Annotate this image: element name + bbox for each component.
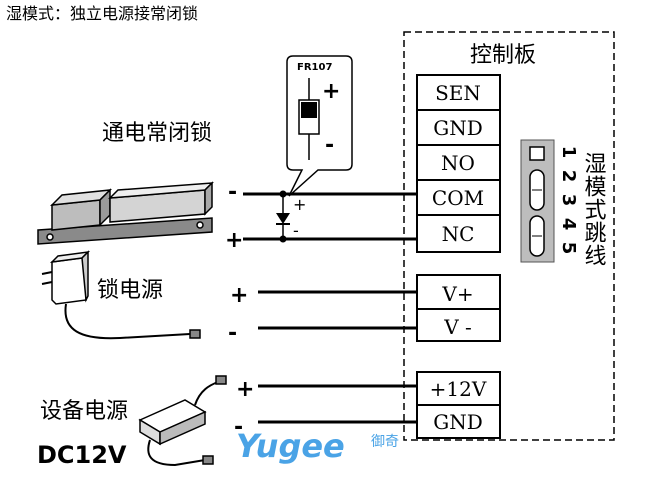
lock-icon	[37, 181, 214, 245]
mode-title: 湿模式：独立电源接常闭锁	[6, 4, 198, 23]
callout-plus: +	[322, 79, 340, 104]
jumper-pin-2: 2	[558, 170, 579, 183]
device-power-label: 设备电源	[40, 399, 128, 424]
lock-label: 通电常闭锁	[102, 121, 212, 146]
jumper-pin-5: 5	[558, 242, 579, 255]
terminal-12v: +12V	[430, 377, 487, 401]
wet-mode-jumper	[520, 139, 555, 263]
terminal-device-gnd: GND	[433, 410, 483, 434]
terminal-nc: NC	[442, 222, 475, 246]
lock-plus: +	[225, 228, 243, 253]
device-power-voltage: DC12V	[37, 441, 127, 469]
watermark-brand: Yugee	[236, 427, 345, 465]
terminal-gnd: GND	[433, 116, 483, 140]
lock-power-label: 锁电源	[97, 278, 163, 303]
callout-minus: -	[325, 133, 334, 158]
jumper-pin-3: 3	[558, 194, 579, 207]
lock-power-plus: +	[230, 283, 248, 308]
diode-minus: -	[293, 221, 299, 240]
lock-wires	[243, 192, 417, 241]
terminal-com: COM	[432, 186, 484, 210]
jumper-label: 湿模式跳线	[581, 152, 607, 267]
jumper-pin-4: 4	[558, 218, 579, 231]
lock-power-minus: -	[228, 321, 237, 346]
diode-plus: +	[293, 195, 306, 214]
terminal-block: SEN GND NO COM NC	[416, 74, 501, 253]
diode-callout	[286, 55, 353, 197]
lock-minus: -	[228, 180, 237, 205]
diode-symbol	[276, 190, 290, 243]
device-power-plus: +	[236, 377, 254, 402]
terminal-vminus: V -	[443, 315, 472, 339]
terminal-sen: SEN	[435, 81, 481, 105]
watermark-cn: 御奇	[371, 433, 399, 450]
diode-part-label: FR107	[297, 62, 332, 73]
device-power-wires	[258, 384, 417, 424]
jumper-pin-1: 1	[558, 146, 579, 159]
terminal-no: NO	[441, 151, 475, 175]
device-power-block: +12V GND	[416, 371, 501, 439]
power-adapter-icon	[41, 250, 201, 340]
device-adapter-icon	[138, 375, 227, 467]
lock-power-wires	[258, 290, 417, 330]
device-power-minus: -	[234, 415, 243, 440]
terminal-vplus: V+	[441, 282, 473, 306]
control-board-title: 控制板	[470, 43, 536, 68]
control-board-outline	[403, 31, 615, 441]
power-input-block: V+ V -	[416, 274, 501, 342]
